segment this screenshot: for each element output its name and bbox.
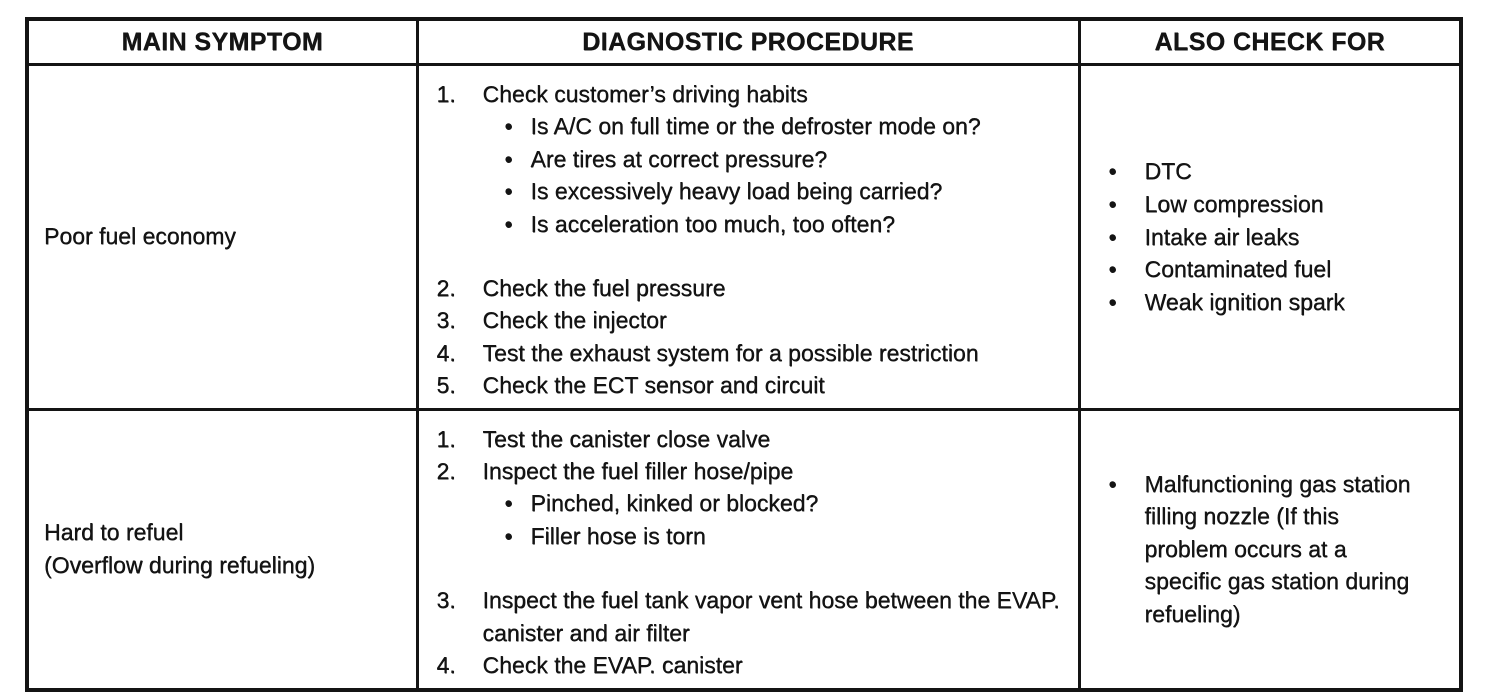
header-diagnostic-procedure: DIAGNOSTIC PROCEDURE (415, 17, 1081, 66)
procedure-item: 5. Check the ECT sensor and circuit (437, 369, 1070, 401)
also-check-text: DTC (1144, 158, 1192, 185)
procedure-item-number: 2. (436, 458, 456, 485)
bullet-icon: • (1108, 158, 1117, 185)
diagnostic-table: MAIN SYMPTOM DIAGNOSTIC PROCEDURE ALSO C… (25, 17, 1463, 692)
procedure-item: 2. Check the fuel pressure (437, 272, 1070, 304)
also-check-text: Malfunctioning gas station filling nozzl… (1144, 470, 1411, 627)
procedure-item-text: Inspect the fuel tank vapor vent hose be… (482, 587, 1060, 646)
bullet-icon: • (504, 522, 513, 549)
procedure-item-text: Inspect the fuel filler hose/pipe (482, 458, 794, 485)
procedure-item: 3. Check the injector (437, 304, 1070, 336)
symptom-text: Hard to refuel (44, 519, 184, 546)
also-check-item: • Low compression (1109, 188, 1454, 221)
procedure-item: 1. Test the canister close valve (437, 423, 1070, 455)
procedure-item: 1. Check customer’s driving habits (437, 78, 1070, 110)
bullet-icon: • (504, 178, 513, 205)
symptom-text-line2: (Overflow during refueling) (44, 552, 316, 579)
also-check-cell: • DTC • Low compression • Intake air lea… (1077, 63, 1463, 411)
bullet-icon: • (504, 113, 513, 140)
procedure-item-text: Check the ECT sensor and circuit (482, 372, 825, 399)
also-check-text: Low compression (1144, 190, 1324, 217)
bullet-text: Are tires at correct pressure? (530, 145, 828, 172)
procedure-item-number: 4. (436, 339, 456, 366)
procedure-item-number: 5. (436, 372, 456, 399)
bullet-icon: • (1108, 190, 1117, 217)
procedure-sub-bullet: • Filler hose is torn (505, 520, 1070, 552)
bullet-icon: • (1108, 223, 1117, 250)
table-row-hard-to-refuel: Hard to refuel (Overflow during refuelin… (25, 407, 1463, 692)
bullet-text: Pinched, kinked or blocked? (530, 490, 819, 517)
procedure-sub-bullet: • Is excessively heavy load being carrie… (505, 175, 1070, 207)
procedure-item-number: 3. (436, 587, 456, 614)
procedure-item-text: Test the exhaust system for a possible r… (482, 339, 979, 366)
procedure-item-number: 4. (436, 652, 456, 679)
bullet-icon: • (504, 210, 513, 237)
procedure-sub-bullet: • Is A/C on full time or the defroster m… (505, 110, 1070, 142)
bullet-text: Filler hose is torn (530, 522, 706, 549)
also-check-item: • Intake air leaks (1109, 221, 1454, 254)
procedure-sub-bullet: • Is acceleration too much, too often? (505, 208, 1070, 240)
symptom-text: Poor fuel economy (44, 223, 236, 250)
bullet-icon: • (1108, 288, 1117, 315)
bullet-icon: • (504, 490, 513, 517)
header-row: MAIN SYMPTOM DIAGNOSTIC PROCEDURE ALSO C… (25, 17, 1463, 66)
also-check-text: Contaminated fuel (1144, 256, 1332, 283)
also-check-item: • Weak ignition spark (1109, 286, 1454, 319)
bullet-icon: • (1108, 256, 1117, 283)
procedure-item: 4. Check the EVAP. canister (437, 649, 1070, 681)
procedure-item-number: 2. (436, 275, 456, 302)
symptom-cell: Hard to refuel (Overflow during refuelin… (25, 407, 419, 692)
procedure-item-number: 1. (436, 425, 456, 452)
procedure-item-number: 1. (436, 81, 456, 107)
also-check-item: • DTC (1109, 155, 1454, 188)
header-main-symptom: MAIN SYMPTOM (25, 17, 419, 66)
procedure-cell: 1. Test the canister close valve 2. Insp… (415, 407, 1081, 692)
also-check-text: Weak ignition spark (1144, 288, 1345, 315)
procedure-cell: 1. Check customer’s driving habits • Is … (415, 63, 1081, 411)
also-check-text: Intake air leaks (1144, 223, 1300, 250)
bullet-text: Is A/C on full time or the defroster mod… (530, 113, 981, 140)
bullet-text: Is acceleration too much, too often? (530, 210, 895, 237)
procedure-item-text: Test the canister close valve (482, 425, 771, 452)
procedure-item: 4. Test the exhaust system for a possibl… (437, 337, 1070, 369)
symptom-cell: Poor fuel economy (25, 63, 419, 411)
procedure-sub-bullet: • Pinched, kinked or blocked? (505, 487, 1070, 519)
procedure-item-text: Check the injector (482, 307, 667, 334)
procedure-item: 2. Inspect the fuel filler hose/pipe (437, 455, 1070, 487)
procedure-item-text: Check the fuel pressure (482, 275, 726, 302)
table-row-poor-fuel-economy: Poor fuel economy 1. Check customer’s dr… (25, 63, 1463, 411)
procedure-item-text: Check the EVAP. canister (482, 652, 743, 679)
procedure-item-text: Check customer’s driving habits (482, 81, 808, 107)
procedure-sub-bullet: • Are tires at correct pressure? (505, 143, 1070, 175)
procedure-item: 3. Inspect the fuel tank vapor vent hose… (437, 584, 1070, 649)
bullet-icon: • (504, 145, 513, 172)
procedure-item-number: 3. (436, 307, 456, 334)
bullet-text: Is excessively heavy load being carried? (530, 178, 943, 205)
also-check-item: • Contaminated fuel (1109, 253, 1454, 286)
header-also-check-for: ALSO CHECK FOR (1077, 17, 1463, 66)
also-check-cell: • Malfunctioning gas station filling noz… (1077, 407, 1463, 692)
bullet-icon: • (1108, 470, 1117, 497)
diagnostic-table-wrapper: MAIN SYMPTOM DIAGNOSTIC PROCEDURE ALSO C… (25, 17, 1463, 692)
also-check-item: • Malfunctioning gas station filling noz… (1109, 468, 1454, 631)
